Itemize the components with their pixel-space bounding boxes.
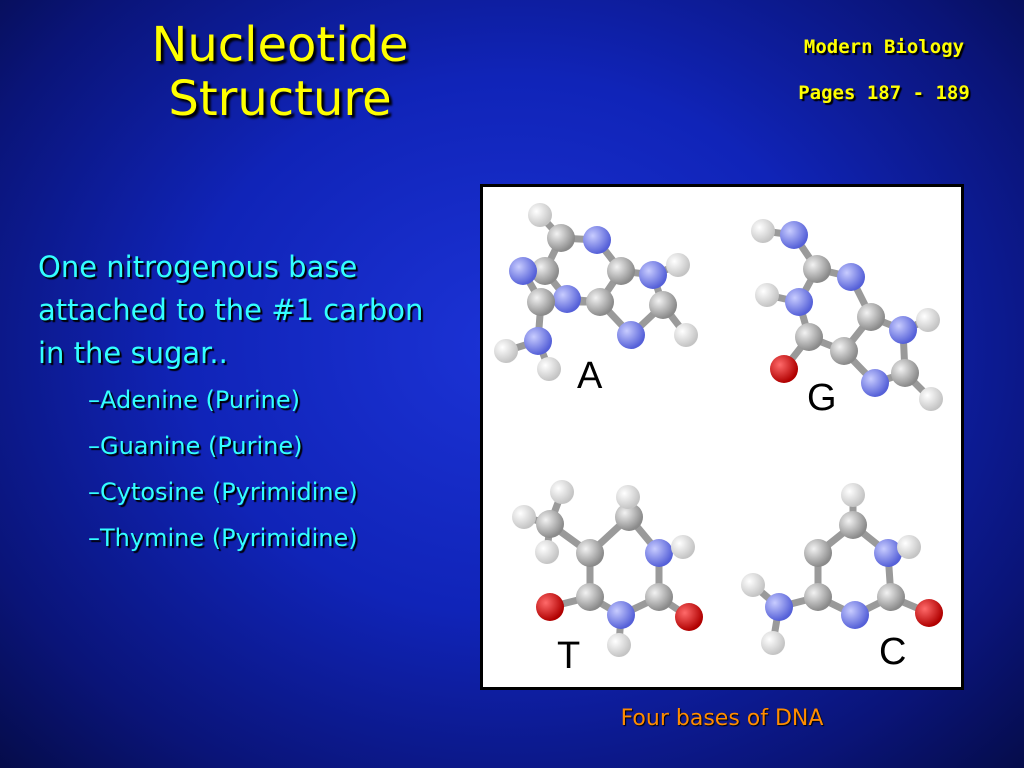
reference-pages: Pages 187 - 189 bbox=[798, 82, 970, 104]
thymine-atom-h bbox=[512, 505, 536, 529]
adenine-atom-h bbox=[537, 357, 561, 381]
figure-caption: Four bases of DNA bbox=[620, 706, 824, 731]
molecule-models bbox=[494, 203, 943, 657]
base-item-thymine: –Thymine (Pyrimidine) bbox=[88, 524, 358, 552]
thymine-label: T bbox=[557, 635, 581, 677]
guanine-atom-h bbox=[919, 387, 943, 411]
reference-block: Modern Biology Pages 187 - 189 bbox=[774, 24, 994, 116]
guanine-atom-c bbox=[830, 337, 858, 365]
slide-title: Nucleotide Structure bbox=[100, 18, 460, 126]
thymine-atom-h bbox=[607, 633, 631, 657]
thymine-atom-h bbox=[550, 480, 574, 504]
cytosine-atom-c bbox=[839, 511, 867, 539]
guanine-atom-c bbox=[803, 255, 831, 283]
thymine-atom-h bbox=[616, 485, 640, 509]
cytosine-atom-h bbox=[897, 535, 921, 559]
bases-list: –Adenine (Purine) –Guanine (Purine) –Cyt… bbox=[38, 377, 458, 561]
base-item-cytosine: –Cytosine (Pyrimidine) bbox=[88, 478, 358, 506]
cytosine-atom-o bbox=[915, 599, 943, 627]
adenine-atom-c bbox=[527, 288, 555, 316]
guanine-atom-c bbox=[891, 359, 919, 387]
guanine-atom-h bbox=[916, 308, 940, 332]
guanine-atom-n bbox=[837, 263, 865, 291]
cytosine-atom-h bbox=[841, 483, 865, 507]
cytosine-atom-n bbox=[841, 601, 869, 629]
cytosine-label: C bbox=[879, 631, 907, 673]
adenine-atom-h bbox=[674, 323, 698, 347]
thymine-atom-c bbox=[576, 539, 604, 567]
cytosine-atom-h bbox=[761, 631, 785, 655]
thymine-atom-o bbox=[675, 603, 703, 631]
adenine-atom-c bbox=[531, 257, 559, 285]
base-item-guanine: –Guanine (Purine) bbox=[88, 432, 303, 460]
adenine-atom-n bbox=[553, 285, 581, 313]
thymine-atom-c bbox=[615, 503, 643, 531]
thymine-atom-c bbox=[536, 510, 564, 538]
reference-book: Modern Biology bbox=[803, 36, 965, 58]
guanine-atom-h bbox=[755, 283, 779, 307]
guanine-atom-h bbox=[751, 219, 775, 243]
slide-body: One nitrogenous base attached to the #1 … bbox=[38, 246, 458, 561]
adenine-atom-h bbox=[666, 253, 690, 277]
guanine-atom-n bbox=[780, 221, 808, 249]
cytosine-atom-h bbox=[741, 573, 765, 597]
thymine-atom-c bbox=[576, 583, 604, 611]
base-item-adenine: –Adenine (Purine) bbox=[88, 386, 300, 414]
atoms-layer bbox=[494, 203, 943, 657]
title-line-2: Structure bbox=[168, 71, 392, 127]
dna-bases-figure: A G T C bbox=[480, 184, 964, 690]
guanine-atom-n bbox=[861, 369, 889, 397]
cytosine-atom-c bbox=[804, 539, 832, 567]
adenine-atom-c bbox=[547, 224, 575, 252]
guanine-atom-o bbox=[770, 355, 798, 383]
adenine-atom-n bbox=[524, 327, 552, 355]
adenine-atom-n bbox=[583, 226, 611, 254]
thymine-atom-n bbox=[607, 601, 635, 629]
guanine-label: G bbox=[807, 377, 837, 419]
thymine-atom-o bbox=[536, 593, 564, 621]
guanine-atom-n bbox=[785, 288, 813, 316]
adenine-atom-h bbox=[528, 203, 552, 227]
guanine-atom-n bbox=[889, 316, 917, 344]
cytosine-atom-n bbox=[874, 539, 902, 567]
cytosine-atom-n bbox=[765, 593, 793, 621]
adenine-atom-n bbox=[509, 257, 537, 285]
thymine-atom-h bbox=[535, 540, 559, 564]
guanine-atom-c bbox=[795, 323, 823, 351]
adenine-atom-h bbox=[494, 339, 518, 363]
bonds-layer bbox=[502, 211, 935, 649]
adenine-atom-n bbox=[639, 261, 667, 289]
adenine-atom-c bbox=[586, 288, 614, 316]
title-line-1: Nucleotide bbox=[151, 17, 409, 73]
cytosine-atom-c bbox=[877, 583, 905, 611]
adenine-label: A bbox=[577, 355, 603, 397]
adenine-atom-c bbox=[607, 257, 635, 285]
guanine-atom-c bbox=[857, 303, 885, 331]
adenine-atom-c bbox=[649, 291, 677, 319]
cytosine-atom-c bbox=[804, 583, 832, 611]
thymine-atom-c bbox=[645, 583, 673, 611]
thymine-atom-h bbox=[671, 535, 695, 559]
thymine-atom-n bbox=[645, 539, 673, 567]
intro-text: One nitrogenous base attached to the #1 … bbox=[38, 250, 424, 370]
adenine-atom-n bbox=[617, 321, 645, 349]
